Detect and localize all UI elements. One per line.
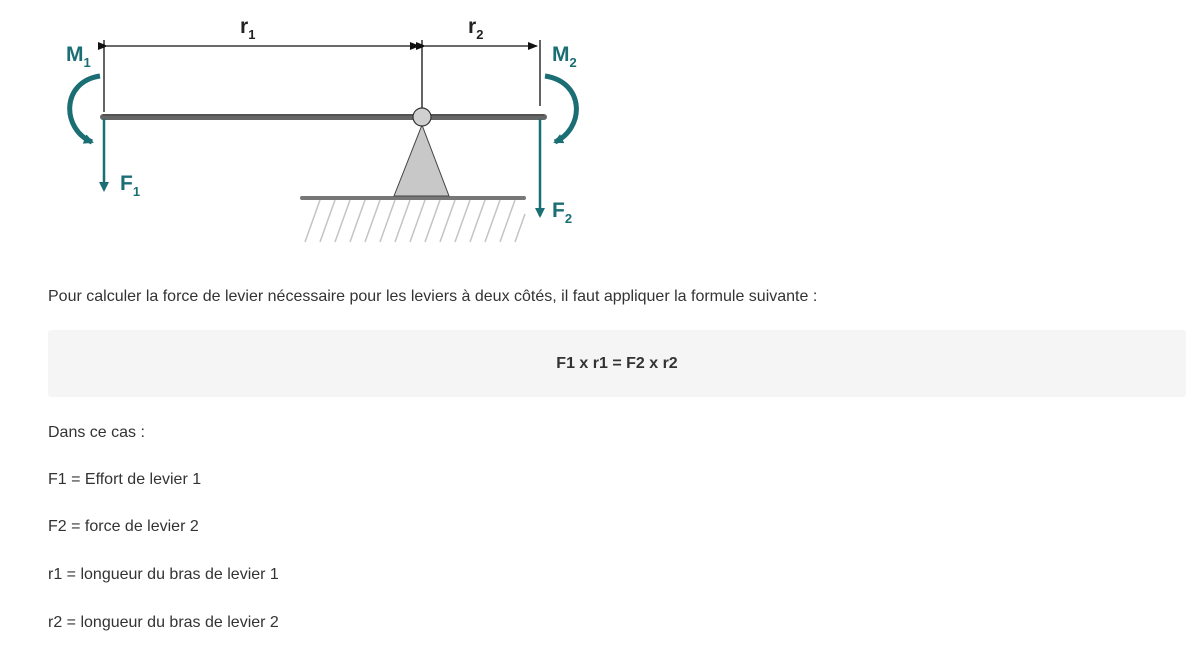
ground-hatch [304,199,526,243]
label-r2: r2 [468,15,483,42]
definition-item: F1 = Effort de levier 1 [48,471,202,488]
definition-item: F2 = force de levier 2 [48,518,199,535]
definition-item: r1 = longueur du bras de levier 1 [48,566,279,583]
moment-m2-arrow [544,73,579,145]
lever-diagram: r1 r2 M1 M2 F1 F2 [66,15,579,243]
formula: F1 x r1 = F2 x r2 [556,354,678,372]
pivot [412,107,432,127]
label-r1: r1 [240,15,255,42]
definition-item: r2 = longueur du bras de levier 2 [48,614,279,631]
intro-text: Pour calculer la force de levier nécessa… [48,288,818,305]
label-m1: M1 [66,43,91,70]
moment-m1-arrow [67,73,101,145]
case-heading: Dans ce cas : [48,424,145,441]
fulcrum [393,123,450,197]
label-f1: F1 [120,172,140,199]
formula-box: F1 x r1 = F2 x r2 [48,330,1186,397]
label-m2: M2 [552,43,577,70]
label-f2: F2 [552,199,572,226]
